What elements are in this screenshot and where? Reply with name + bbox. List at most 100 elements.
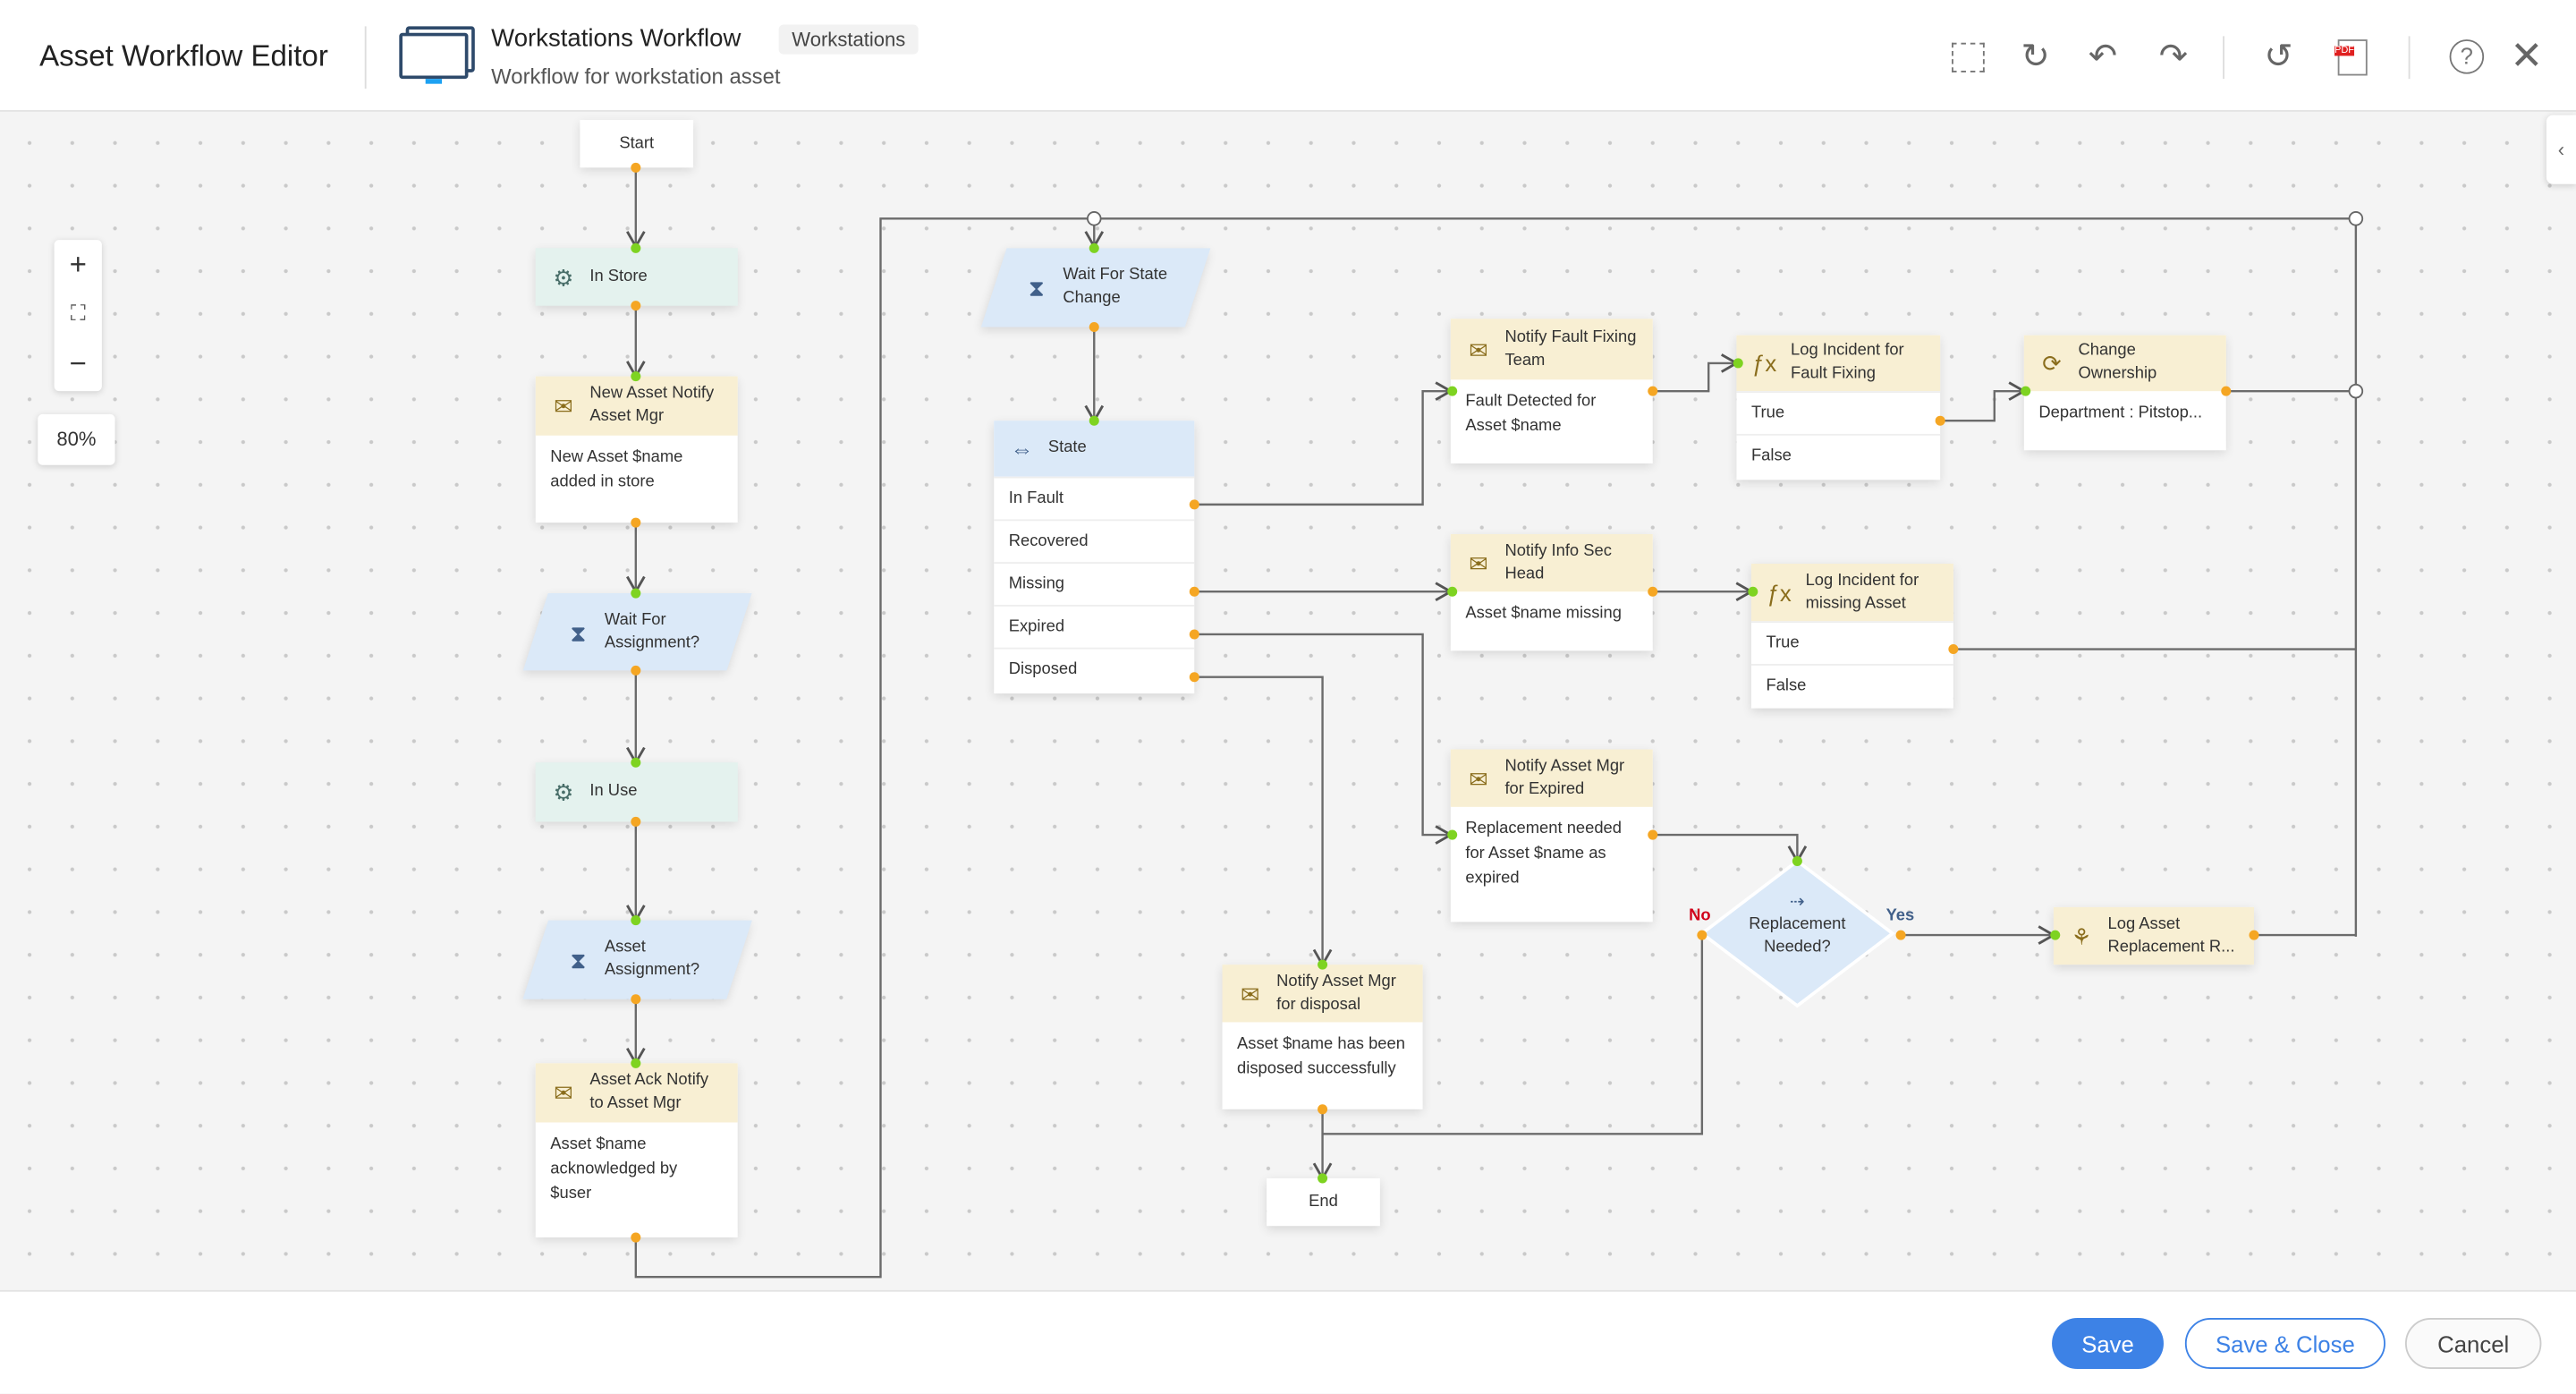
node-title: Asset Assignment? (604, 938, 700, 980)
cancel-button[interactable]: Cancel (2404, 1318, 2542, 1369)
envelope-icon: ✉ (554, 392, 573, 420)
decision-icon: ⇢ (1789, 892, 1805, 913)
redo-icon[interactable]: ↷ (2158, 38, 2189, 76)
decision-diamond (1699, 859, 1895, 1008)
workflow-icon: ⚘ (2071, 922, 2092, 949)
state-row-missing[interactable]: Missing (994, 562, 1195, 605)
asset-assignment-node[interactable]: ⧗ Asset Assignment? (522, 920, 752, 999)
connector (1652, 833, 1808, 864)
node-title: Log Incident for missing Asset (1805, 571, 1919, 613)
condition-true[interactable]: True (1736, 391, 1941, 434)
in-store-node[interactable]: ⚙ In Store (535, 248, 738, 306)
save-button[interactable]: Save (2052, 1318, 2164, 1369)
connector (1322, 935, 1704, 1135)
collapse-panel-icon[interactable]: ‹ (2546, 115, 2576, 184)
connector (1194, 633, 1453, 845)
node-title: State (1047, 438, 1087, 457)
zoom-controls: + ⛶ − (54, 240, 102, 392)
condition-false[interactable]: False (1736, 433, 1941, 477)
workflow-description: Workflow for workstation asset (491, 64, 781, 89)
zoom-out-button[interactable]: − (69, 346, 87, 380)
node-title: In Store (589, 267, 648, 285)
fit-screen-button[interactable]: ⛶ (70, 301, 86, 326)
select-icon[interactable] (1952, 42, 1985, 72)
envelope-icon: ✉ (554, 1079, 573, 1107)
hourglass-icon: ⧗ (1028, 274, 1045, 302)
close-icon[interactable]: ✕ (2510, 34, 2544, 80)
start-node[interactable]: Start (580, 120, 694, 168)
node-body: Asset $name missing (1465, 604, 1622, 624)
yes-label: Yes (1885, 906, 1915, 926)
envelope-icon: ✉ (1469, 764, 1488, 792)
state-row-disposed[interactable]: Disposed (994, 647, 1195, 691)
status-icon: ⚙ (553, 778, 574, 805)
node-title: Notify Asset Mgr for Expired (1504, 756, 1625, 798)
state-row-in-fault[interactable]: In Fault (994, 476, 1195, 520)
node-title: Notify Info Sec Head (1504, 541, 1612, 583)
workflow-title: Workstations Workflow (491, 24, 741, 53)
wait-for-assignment-node[interactable]: ⧗Wait For Assignment? (522, 593, 752, 671)
help-icon[interactable]: ? (2449, 39, 2485, 74)
condition-false[interactable]: False (1750, 664, 1953, 707)
history-icon[interactable]: ↺ (2264, 38, 2293, 76)
node-body: Asset $name acknowledged by $user (550, 1135, 678, 1203)
node-title: Log Asset Replacement R... (2107, 914, 2235, 956)
envelope-icon: ✉ (1469, 549, 1488, 576)
header: Asset Workflow Editor Workstations Workf… (0, 0, 2576, 112)
divider (364, 26, 367, 89)
category-badge: Workstations (778, 24, 919, 55)
node-body: New Asset $name added in store (550, 448, 683, 492)
end-node[interactable]: End (1267, 1177, 1380, 1227)
footer: Save Save & Close Cancel (0, 1289, 2576, 1394)
wait-for-state-change-node[interactable]: ⧗ Wait For State Change (980, 248, 1211, 327)
node-title: Asset Ack Notify to Asset Mgr (589, 1071, 709, 1113)
node-title: Log Incident for Fault Fixing (1791, 342, 1904, 383)
decision-node[interactable]: ⇢Replacement Needed? (1741, 891, 1853, 960)
node-title: Wait For State Change (1063, 266, 1168, 308)
workstation-icon (399, 26, 475, 84)
in-use-node[interactable]: ⚙ In Use (535, 762, 738, 822)
divider (2223, 36, 2224, 80)
pdf-icon[interactable]: PDF (2334, 39, 2368, 76)
save-close-button[interactable]: Save & Close (2184, 1318, 2385, 1369)
node-title: New Asset Notify Asset Mgr (589, 384, 715, 426)
node-body: Fault Detected for Asset $name (1465, 392, 1597, 436)
no-label: No (1689, 906, 1711, 926)
undo-icon[interactable]: ↶ (2088, 38, 2118, 76)
state-row-recovered[interactable]: Recovered (994, 519, 1195, 562)
node-body: Department : Pitstop... (2038, 404, 2203, 423)
node-title: Notify Asset Mgr for disposal (1276, 972, 1396, 1014)
envelope-icon: ✉ (1240, 980, 1260, 1007)
node-title: Replacement Needed? (1749, 915, 1846, 956)
divider (2408, 36, 2411, 80)
node-title: Wait For Assignment? (604, 610, 700, 652)
node-title: Change Ownership (2078, 342, 2157, 383)
hourglass-icon: ⧗ (570, 946, 587, 973)
node-title: In Use (589, 782, 638, 801)
condition-true[interactable]: True (1750, 621, 1953, 664)
envelope-icon: ✉ (1469, 336, 1488, 362)
state-row-expired[interactable]: Expired (994, 604, 1195, 648)
status-icon: ⚙ (553, 263, 574, 291)
node-body: Asset $name has been disposed successful… (1237, 1035, 1405, 1078)
connector (1194, 381, 1453, 506)
function-icon: ƒx (1752, 350, 1777, 377)
node-title: Notify Fault Fixing Team (1504, 327, 1637, 370)
zoom-in-button[interactable]: + (69, 248, 87, 282)
refresh-icon[interactable]: ↻ (2021, 38, 2050, 76)
function-icon: ƒx (1767, 579, 1792, 606)
connector (1094, 217, 2358, 937)
app-title: Asset Workflow Editor (39, 39, 328, 72)
log-asset-replacement-node[interactable]: ⚘ Log Asset Replacement R... (2053, 906, 2254, 965)
